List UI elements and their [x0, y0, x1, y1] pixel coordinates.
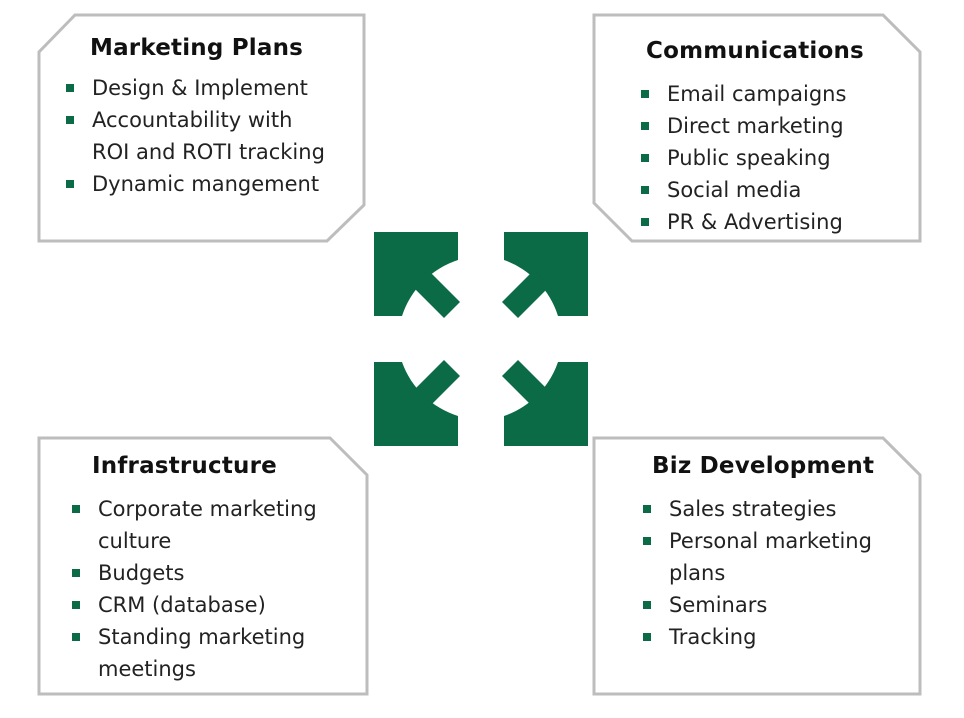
communications-box	[592, 13, 922, 243]
list-item: Seminars	[643, 589, 872, 621]
shaft-bottom-right	[502, 360, 550, 408]
wedge-top-right	[504, 232, 588, 316]
marketing-plans-box	[37, 13, 366, 243]
list-item: Budgets	[72, 557, 317, 589]
biz-development-box	[592, 436, 922, 696]
list-item: Dynamic mangement	[66, 168, 325, 200]
list-item: Email campaigns	[641, 78, 846, 110]
wedge-bottom-right	[504, 362, 588, 446]
communications-title: Communications	[646, 38, 864, 64]
shaft-top-right	[502, 270, 550, 318]
list-item: Standing marketing	[72, 621, 317, 653]
shaft-top-left	[412, 270, 460, 318]
list-item: Sales strategies	[643, 493, 872, 525]
list-item: Personal marketing	[643, 525, 872, 557]
expand-arrows-icon	[374, 232, 588, 446]
list-item: Direct marketing	[641, 110, 846, 142]
infrastructure-box	[37, 436, 369, 696]
list-item: Social media	[641, 174, 846, 206]
list-item: Corporate marketing	[72, 493, 317, 525]
biz-development-list: Sales strategies Personal marketing plan…	[643, 493, 872, 653]
list-item: Accountability with	[66, 104, 325, 136]
list-item: meetings	[98, 657, 196, 681]
list-item: Tracking	[643, 621, 872, 653]
biz-development-title: Biz Development	[652, 453, 875, 479]
wedge-bottom-left	[374, 362, 458, 446]
wedge-top-left	[374, 232, 458, 316]
infrastructure-list: Corporate marketing culture Budgets CRM …	[72, 493, 317, 685]
infrastructure-title: Infrastructure	[92, 453, 277, 479]
list-item: culture	[98, 529, 172, 553]
list-item: Design & Implement	[66, 72, 325, 104]
list-item: ROI and ROTI tracking	[92, 140, 325, 164]
shaft-bottom-left	[412, 360, 460, 408]
list-item: PR & Advertising	[641, 206, 846, 238]
communications-list: Email campaigns Direct marketing Public …	[641, 78, 846, 238]
marketing-plans-list: Design & Implement Accountability with R…	[66, 72, 325, 200]
list-item: CRM (database)	[72, 589, 317, 621]
list-item: plans	[669, 561, 726, 585]
marketing-plans-title: Marketing Plans	[90, 35, 304, 61]
list-item: Public speaking	[641, 142, 846, 174]
